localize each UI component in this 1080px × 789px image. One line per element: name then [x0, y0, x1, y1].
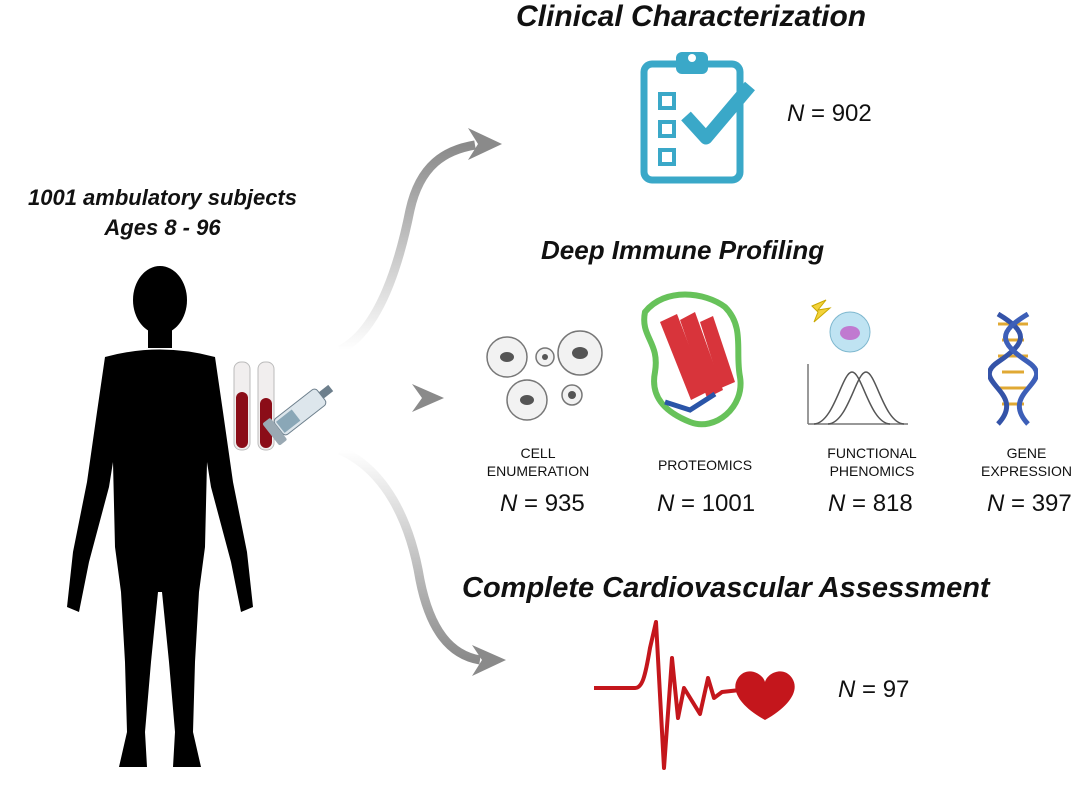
syringe-icon	[263, 384, 334, 446]
arrow-to-cardio	[338, 445, 481, 665]
subjects-label: 1001 ambulatory subjects Ages 8 - 96	[0, 183, 325, 243]
cell-enumeration-n: N = 935	[500, 490, 585, 517]
clipboard-check-icon	[640, 52, 755, 184]
cardio-title: Complete Cardiovascular Assessment	[462, 572, 990, 604]
subjects-ages: Ages 8 - 96	[104, 215, 221, 240]
heartbeat-icon	[594, 620, 795, 770]
protein-structure-icon	[641, 291, 744, 428]
gene-expression-n: N = 397	[987, 490, 1072, 517]
subjects-count: 1001 ambulatory subjects	[27, 185, 297, 210]
arrow-to-clinical	[337, 140, 476, 355]
panel-proteomics: PROTEOMICS	[657, 457, 753, 473]
clinical-title: Clinical Characterization	[516, 0, 867, 33]
cells-icon	[486, 330, 603, 421]
immune-title: Deep Immune Profiling	[541, 235, 825, 265]
functional-phenomics-n: N = 818	[828, 490, 913, 517]
cardio-n: N = 97	[838, 676, 910, 703]
proteomics-n: N = 1001	[657, 490, 756, 517]
clinical-n: N = 902	[787, 100, 872, 127]
dna-helix-icon	[988, 312, 1038, 426]
human-silhouette-icon	[67, 266, 253, 767]
stimulated-cell-icon	[807, 299, 908, 425]
